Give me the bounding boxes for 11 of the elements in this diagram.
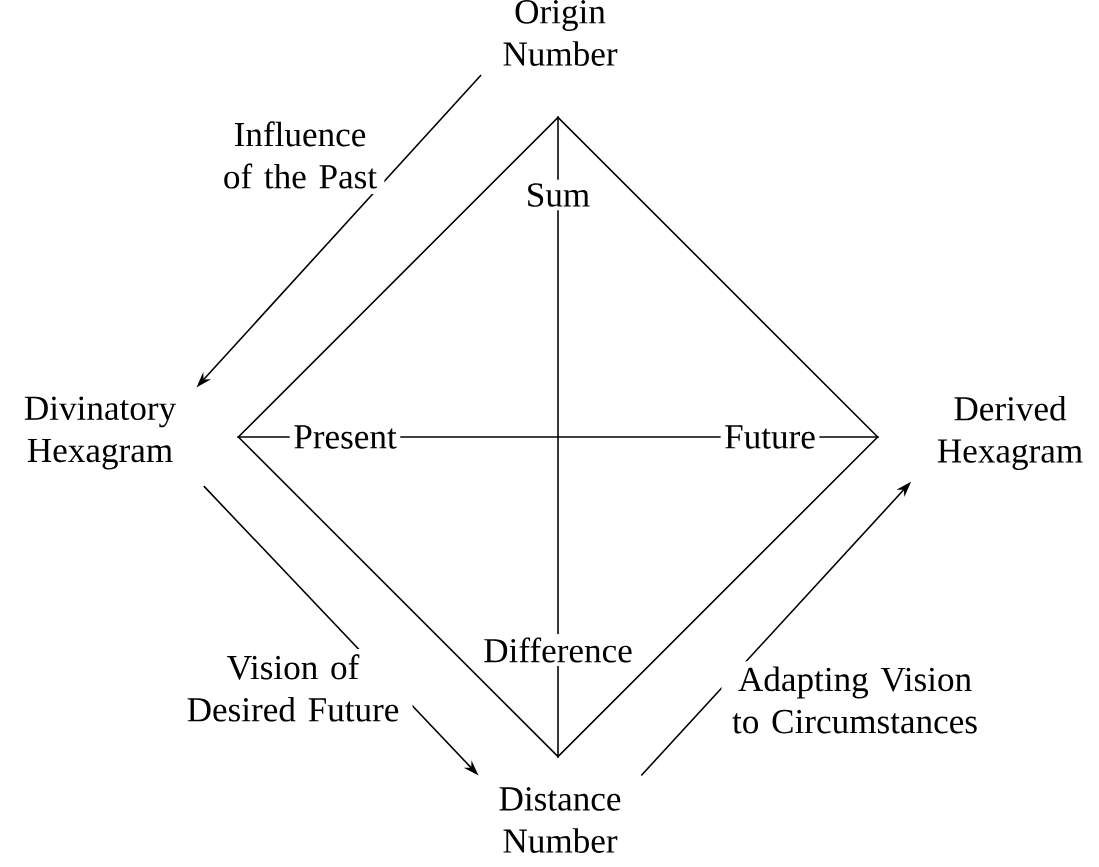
quadrant-label: Sum bbox=[522, 179, 594, 211]
edge-label: Vision of Desired Future bbox=[173, 649, 413, 727]
node-label: Origin Number bbox=[503, 0, 618, 66]
edge-label: Adapting Vision to Circumstances bbox=[721, 661, 989, 739]
quadrant-label: Present bbox=[289, 421, 401, 453]
node-label: Distance Number bbox=[499, 787, 621, 853]
node-label: Divinatory Hexagram bbox=[24, 396, 177, 470]
edge-label: Influence of the Past bbox=[215, 116, 385, 194]
quadrant-label: Difference bbox=[479, 633, 637, 667]
node-label: Derived Hexagram bbox=[937, 395, 1083, 471]
quadrant-label: Future bbox=[720, 421, 820, 453]
